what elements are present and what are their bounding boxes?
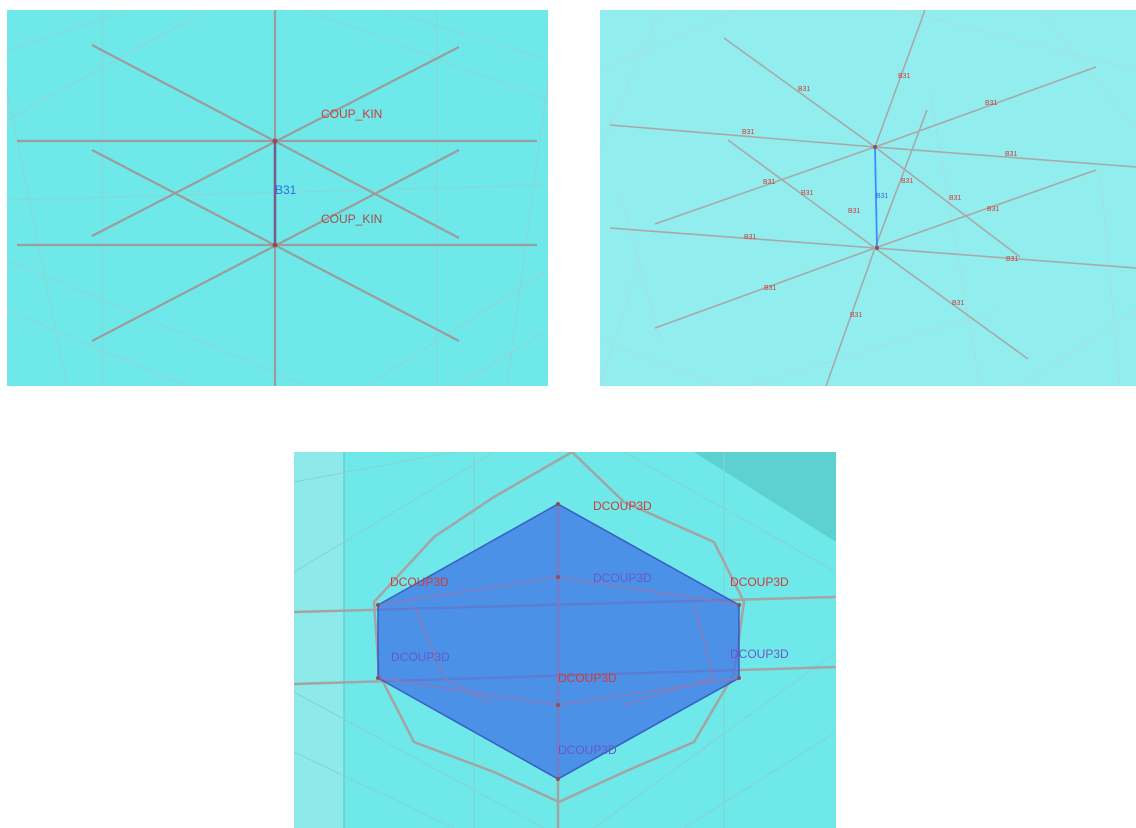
spoke	[874, 169, 1097, 249]
node-dot	[556, 777, 560, 781]
panel-b-canvas: B31 B31 B31 B31 B31 B31 B31 B31 B31 B31 …	[600, 10, 1136, 386]
spoke-label: B31	[801, 190, 814, 197]
spoke	[874, 109, 928, 249]
spoke	[654, 146, 876, 225]
node-dot	[873, 145, 877, 149]
spoke-label: B31	[952, 300, 965, 307]
node-dot	[556, 703, 560, 707]
dcoup3d-label-upper-left: DCOUP3D	[390, 575, 449, 589]
spoke	[874, 247, 1029, 360]
spoke-label: B31	[1005, 151, 1018, 158]
dcoup3d-label-upper-right: DCOUP3D	[730, 575, 789, 589]
spoke-label: B31	[987, 206, 1000, 213]
spoke-label: B31	[949, 195, 962, 202]
node-dot	[875, 246, 879, 250]
corner-face	[694, 452, 836, 542]
spoke	[609, 227, 876, 249]
spoke	[874, 146, 1021, 258]
panel-beam-spokes-view: B31 B31 B31 B31 B31 B31 B31 B31 B31 B31 …	[600, 10, 1136, 386]
spoke-label: B31	[763, 179, 776, 186]
panel-b-spoke-labels: B31 B31 B31 B31 B31 B31 B31 B31 B31 B31 …	[742, 73, 1019, 319]
panel-c-labels: DCOUP3D DCOUP3D DCOUP3D DCOUP3D DCOUP3D …	[390, 499, 789, 757]
spoke-label: B31	[798, 86, 811, 93]
node-dot	[272, 138, 278, 144]
spoke-label: B31	[744, 234, 757, 241]
center-beam-label: B31	[876, 193, 889, 200]
spoke	[723, 37, 876, 148]
panel-c-canvas: DCOUP3D DCOUP3D DCOUP3D DCOUP3D DCOUP3D …	[294, 452, 836, 828]
spoke-label: B31	[985, 100, 998, 107]
spoke-label: B31	[850, 312, 863, 319]
coup-kin-label-bottom: COUP_KIN	[321, 212, 382, 226]
side-face	[294, 452, 344, 828]
panel-a-canvas: COUP_KIN B31 COUP_KIN	[7, 10, 548, 386]
node-dot	[556, 575, 560, 579]
spoke-label: B31	[898, 73, 911, 80]
node-dot	[376, 676, 380, 680]
spoke	[727, 139, 876, 249]
spoke-label: B31	[742, 129, 755, 136]
node-dot	[737, 603, 741, 607]
spoke	[609, 124, 876, 148]
spoke	[874, 10, 926, 148]
dcoup3d-label-top: DCOUP3D	[593, 499, 652, 513]
panel-b-background	[600, 10, 1136, 386]
spoke	[874, 247, 1136, 269]
spoke	[874, 146, 1136, 168]
spoke	[654, 247, 876, 329]
dcoup3d-label-lower-left: DCOUP3D	[391, 650, 450, 664]
beam-label: B31	[275, 183, 297, 197]
panel-b-spokes	[609, 10, 1136, 386]
node-dot	[737, 676, 741, 680]
node-dot	[376, 603, 380, 607]
coupling-solid-edges	[377, 504, 740, 779]
panel-c-nodes	[376, 502, 741, 781]
dcoup3d-label-bottom: DCOUP3D	[558, 743, 617, 757]
panel-a-background-mesh	[7, 10, 548, 386]
coup-kin-label-top: COUP_KIN	[321, 107, 382, 121]
node-dot	[272, 242, 278, 248]
node-dot	[556, 502, 560, 506]
spoke-label: B31	[1006, 256, 1019, 263]
dcoup3d-label-center: DCOUP3D	[558, 671, 617, 685]
spoke-label: B31	[848, 208, 861, 215]
spoke-label: B31	[901, 178, 914, 185]
dcoup3d-label-upper-center: DCOUP3D	[593, 571, 652, 585]
panel-coup-kin-view: COUP_KIN B31 COUP_KIN	[7, 10, 548, 386]
highlighted-beam-element	[874, 146, 878, 249]
spoke	[825, 247, 876, 386]
dcoup3d-label-lower-right: DCOUP3D	[730, 647, 789, 661]
spoke	[874, 66, 1097, 148]
spoke-label: B31	[764, 285, 777, 292]
panel-dcoup3d-view: DCOUP3D DCOUP3D DCOUP3D DCOUP3D DCOUP3D …	[294, 452, 836, 828]
